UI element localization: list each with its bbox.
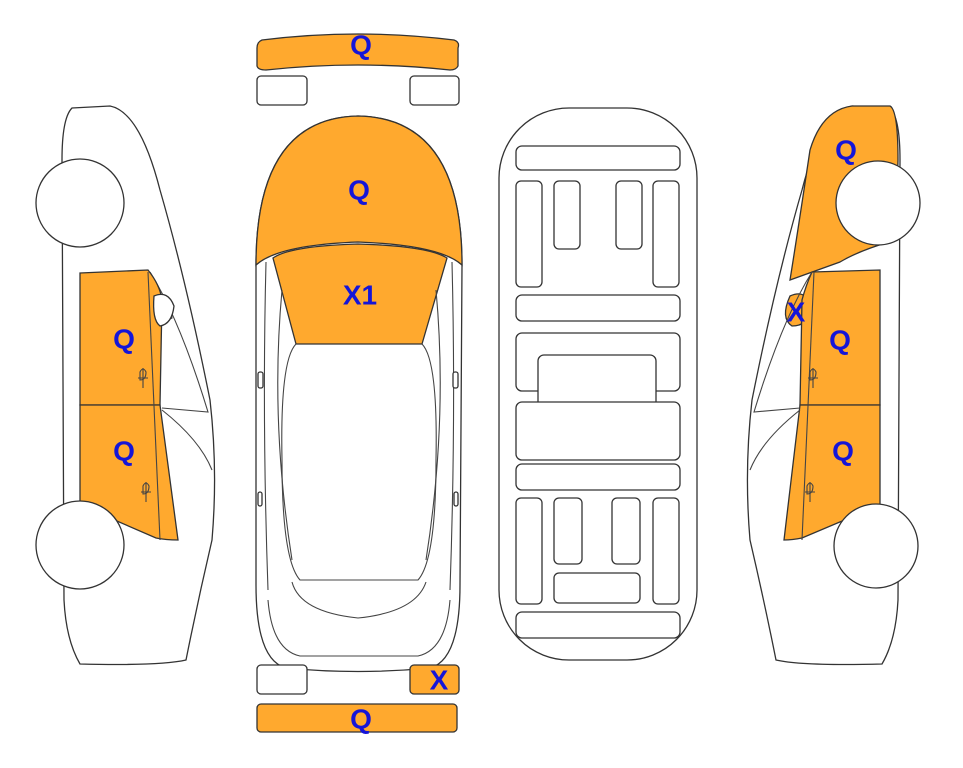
label-left-rear-door: Q <box>113 436 135 467</box>
label-windshield: X1 <box>343 280 377 311</box>
right-handle-2 <box>805 482 815 502</box>
under-panel-5 <box>652 180 680 288</box>
car-underbody-view <box>498 107 698 661</box>
left-mirror-top[interactable] <box>257 371 264 389</box>
label-rear-bumper: Q <box>350 704 372 735</box>
right-window-line <box>753 271 813 413</box>
trunk-outline <box>267 599 451 657</box>
right-front-wheel <box>835 160 921 246</box>
left-mirror[interactable] <box>152 293 175 327</box>
left-front-wheel <box>35 158 125 248</box>
rear-right-lamp-shape[interactable] <box>409 664 460 695</box>
side-line-right <box>449 261 455 591</box>
label-rear-right-lamp: X <box>430 665 449 696</box>
left-front-door-shape[interactable] <box>79 269 163 406</box>
label-right-front-fender: Q <box>835 135 857 166</box>
right-door-split <box>801 271 815 541</box>
side-line-left <box>263 261 269 591</box>
right-handle-1 <box>808 368 818 388</box>
under-panel-12 <box>553 497 583 565</box>
left-handle-1 <box>138 368 148 388</box>
front-bumper-shape[interactable] <box>256 33 460 71</box>
rear-window-outline <box>291 581 427 619</box>
rear-left-lamp[interactable] <box>256 664 308 695</box>
rear-bumper-shape[interactable] <box>256 703 458 733</box>
label-front-bumper: Q <box>350 30 372 61</box>
under-panel-13 <box>611 497 641 565</box>
under-panel-9 <box>515 401 681 461</box>
label-right-front-door: Q <box>829 325 851 356</box>
damage-labels: Q Q X1 X Q Q Q Q X Q Q <box>113 30 857 735</box>
handle-l1 <box>257 491 263 507</box>
under-panel-15 <box>553 572 641 604</box>
front-right-headlight[interactable] <box>409 75 460 106</box>
left-door-split <box>147 271 161 541</box>
hood-shape[interactable] <box>255 115 463 267</box>
under-panel-4 <box>615 180 643 250</box>
label-right-mirror: X <box>787 297 806 328</box>
under-panel-2 <box>515 180 543 288</box>
left-rear-door-shape[interactable] <box>79 404 179 541</box>
door-line-right <box>425 289 441 561</box>
car-right-side-view <box>746 105 921 666</box>
under-panel-14 <box>652 497 680 605</box>
roof-outline <box>281 343 437 581</box>
right-side-line <box>749 409 801 471</box>
under-panel-10 <box>515 463 681 491</box>
label-hood: Q <box>348 175 370 206</box>
left-handle-2 <box>141 482 151 502</box>
under-panel-11 <box>515 497 543 605</box>
right-mirror-top[interactable] <box>452 371 459 389</box>
left-side-line <box>161 409 213 471</box>
under-panel-6 <box>515 294 681 322</box>
car-left-side-view <box>35 105 216 666</box>
label-right-rear-door: Q <box>832 436 854 467</box>
left-rear-wheel <box>35 500 125 590</box>
windshield-shape[interactable] <box>272 243 448 345</box>
handle-r1 <box>453 491 459 507</box>
door-line-left <box>277 289 293 561</box>
right-rear-wheel <box>833 503 919 589</box>
label-left-front-door: Q <box>113 324 135 355</box>
under-panel-16 <box>515 611 681 639</box>
car-top-view <box>255 33 463 733</box>
front-left-headlight[interactable] <box>256 75 308 106</box>
under-panel-3 <box>553 180 581 250</box>
under-panel-1 <box>515 145 681 171</box>
